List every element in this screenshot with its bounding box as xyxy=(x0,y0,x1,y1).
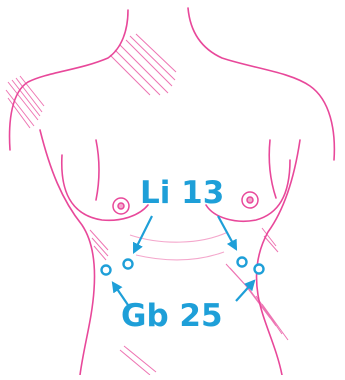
gb25-point-right xyxy=(255,265,264,274)
ribcage-lines xyxy=(130,232,228,260)
li13-label: Li 13 xyxy=(140,178,224,209)
li13-arrow-left xyxy=(134,216,152,252)
gb25-label: Gb 25 xyxy=(121,301,223,332)
gb25-point-left xyxy=(102,266,111,275)
li13-point-right xyxy=(238,258,247,267)
li13-point-left xyxy=(124,260,133,269)
